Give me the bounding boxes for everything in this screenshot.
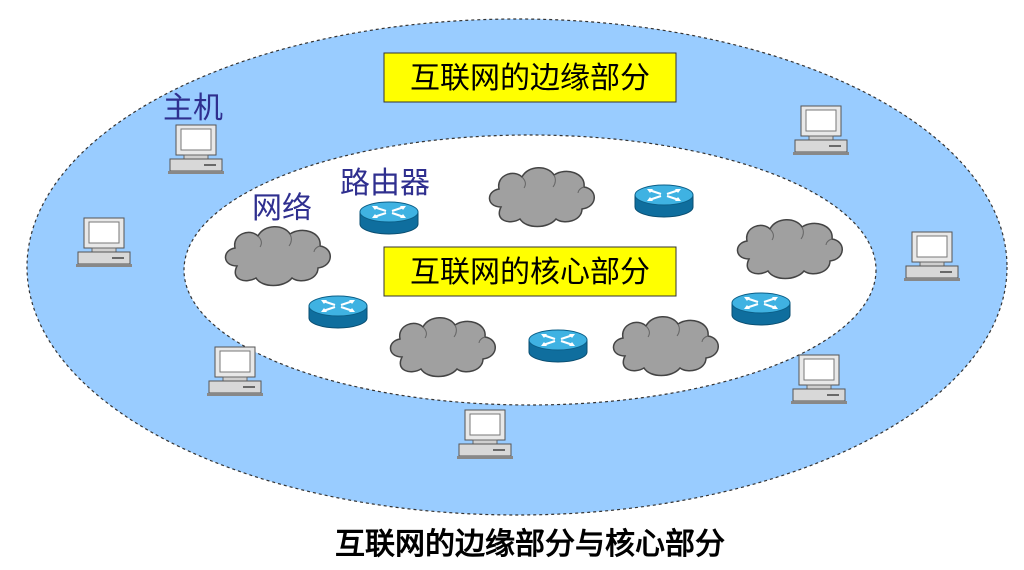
computer-icon xyxy=(75,217,133,268)
computer-icon xyxy=(903,231,961,282)
core-label-text: 互联网的核心部分 xyxy=(410,255,650,290)
cloud-icon xyxy=(736,218,844,280)
edge-label-text: 互联网的边缘部分 xyxy=(410,61,650,96)
network-label: 网络 xyxy=(252,191,312,226)
cloud-icon xyxy=(612,315,720,377)
computer-icon xyxy=(456,409,514,460)
core-label-box xyxy=(383,246,677,297)
router-label: 路由器 xyxy=(340,166,430,201)
router-icon xyxy=(308,295,368,329)
cloud-icon xyxy=(488,166,596,228)
edge-label-box xyxy=(383,52,677,103)
computer-icon xyxy=(792,105,850,156)
host-label: 主机 xyxy=(163,91,223,126)
cloud-icon xyxy=(389,316,497,378)
router-icon xyxy=(528,329,588,363)
router-icon xyxy=(359,201,419,235)
router-icon xyxy=(731,292,791,326)
computer-icon xyxy=(167,124,225,175)
diagram-title: 互联网的边缘部分与核心部分 xyxy=(335,527,725,562)
router-icon xyxy=(634,184,694,218)
computer-icon xyxy=(790,354,848,405)
computer-icon xyxy=(206,346,264,397)
cloud-icon xyxy=(224,225,332,287)
